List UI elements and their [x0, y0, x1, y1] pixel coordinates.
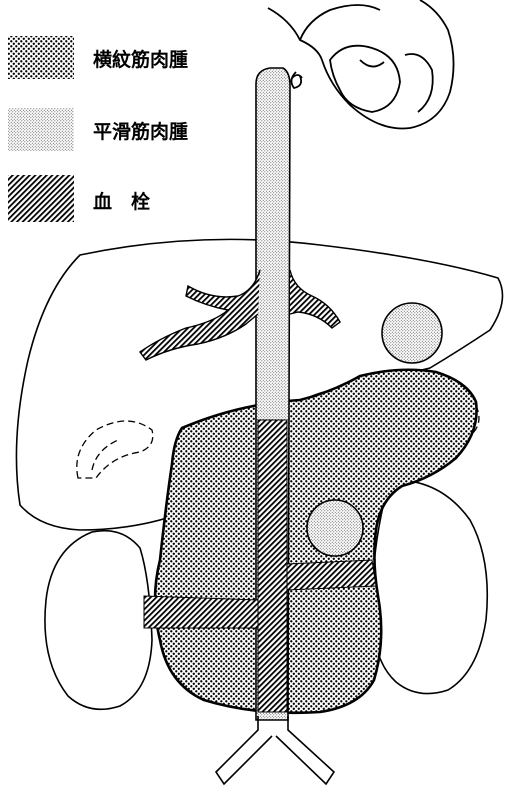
legend-label-rhabdomyosarcoma: 横紋筋肉腫 — [93, 48, 188, 71]
legend-label-thrombus: 血 栓 — [93, 190, 150, 213]
legend-item-leiomyosarcoma: 平滑筋肉腫 — [8, 108, 188, 151]
left-kidney — [45, 531, 152, 710]
right-kidney — [372, 480, 487, 694]
legend-item-rhabdomyosarcoma: 横紋筋肉腫 — [8, 36, 188, 79]
legend-swatch-fine-dots — [8, 108, 74, 151]
leiomyosarcoma-nodule-liver — [382, 303, 442, 363]
heart — [268, 0, 454, 129]
legend-swatch-diagonal-hatch — [8, 175, 74, 222]
thrombus-ivc — [258, 420, 287, 712]
thrombus-right-renal-vein — [287, 560, 376, 590]
legend-item-thrombus: 血 栓 — [8, 175, 150, 222]
legend-swatch-coarse-dots — [8, 36, 74, 79]
legend-label-leiomyosarcoma: 平滑筋肉腫 — [93, 120, 188, 143]
thrombus-left-renal-vein — [144, 596, 258, 628]
leiomyosarcoma-nodule-tumor — [307, 500, 363, 556]
iliac-bifurcation — [216, 716, 334, 784]
legend: 横紋筋肉腫 平滑筋肉腫 血 栓 — [8, 36, 188, 222]
